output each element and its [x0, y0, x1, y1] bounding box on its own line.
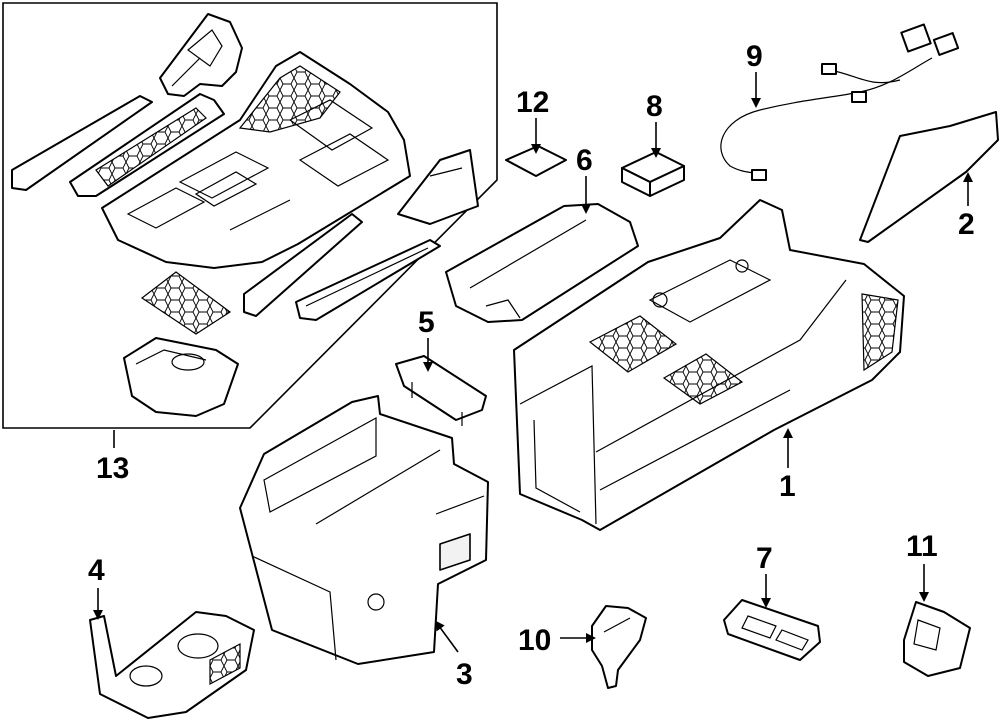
- callout-4: 4: [88, 554, 105, 587]
- part-10-sensor: [591, 605, 647, 689]
- callout-6: 6: [576, 144, 593, 177]
- callout-5: 5: [418, 306, 435, 339]
- part-4-cup-base: [89, 611, 255, 719]
- console-carrier: [101, 51, 411, 269]
- callout-1: 1: [779, 470, 796, 503]
- callout-12: 12: [516, 86, 549, 119]
- callout-11: 11: [906, 530, 938, 563]
- part-5-bracket: [395, 355, 487, 426]
- callout-2: 2: [958, 208, 975, 241]
- callout-13: 13: [96, 452, 129, 485]
- part-7-switch-panel: [723, 599, 821, 661]
- leader-lines: [93, 72, 973, 653]
- shifter-trim: [159, 13, 243, 97]
- inset-frame-13: [2, 2, 498, 429]
- callout-8: 8: [646, 90, 663, 123]
- cup-holder-insert: [123, 337, 239, 417]
- callout-10: 10: [518, 624, 551, 657]
- callout-3: 3: [456, 658, 473, 691]
- part-3-rear-bin: [239, 395, 489, 665]
- part-12-pad: [505, 145, 567, 177]
- callout-numbers: 1 2 3 4 5 6 7 8 9 10 11 12 13: [88, 40, 975, 691]
- part-8-module: [621, 151, 685, 197]
- part-9-harness: [720, 23, 960, 181]
- part-6-armrest-lid: [445, 203, 639, 323]
- grille-mat: [140, 271, 232, 335]
- side-wedge-trim: [397, 149, 479, 225]
- callout-7: 7: [756, 542, 773, 575]
- part-2-side-panel: [859, 111, 999, 243]
- part-11-switch: [903, 601, 971, 677]
- lower-trim-panels: [243, 213, 441, 321]
- left-trim-strips: [11, 93, 225, 197]
- part-1-main-console: [513, 199, 905, 531]
- callout-9: 9: [746, 40, 763, 73]
